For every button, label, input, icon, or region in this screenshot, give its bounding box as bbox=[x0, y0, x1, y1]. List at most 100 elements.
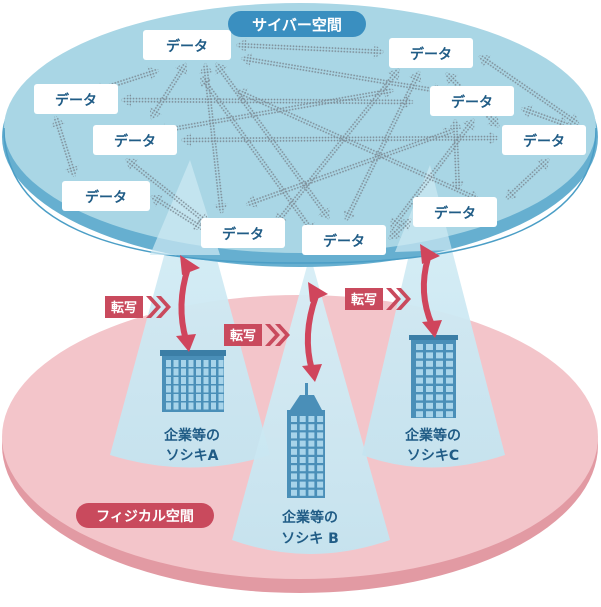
building-window bbox=[181, 385, 186, 393]
building-window bbox=[211, 368, 216, 376]
data-box-bg bbox=[430, 86, 514, 116]
dotted-arrow-head bbox=[566, 113, 580, 125]
building-window bbox=[426, 402, 433, 409]
building-window bbox=[446, 386, 453, 392]
data-box-label: データ bbox=[323, 233, 365, 250]
dotted-arrow-head bbox=[64, 165, 79, 178]
building-window bbox=[196, 368, 201, 376]
building-window bbox=[317, 440, 324, 447]
building-window bbox=[166, 360, 171, 367]
dotted-arrow-head bbox=[240, 52, 252, 67]
data-box-label: データ bbox=[451, 94, 493, 111]
dotted-double-arrow bbox=[235, 38, 385, 59]
dotted-arrow-head bbox=[399, 218, 412, 231]
building-window bbox=[308, 465, 315, 472]
transfer-arrow-b-head-down bbox=[302, 364, 322, 382]
building-window bbox=[436, 386, 443, 392]
transfer-badge-c-label: 転写 bbox=[351, 292, 377, 308]
building-b-icon bbox=[287, 383, 325, 498]
building-window bbox=[211, 377, 216, 384]
building-window bbox=[211, 385, 216, 393]
dotted-arrow-head bbox=[445, 72, 458, 85]
building-window bbox=[426, 344, 433, 350]
building-window bbox=[426, 386, 433, 392]
dotted-arrow-head bbox=[537, 158, 550, 171]
transfer-arrows bbox=[176, 244, 442, 382]
building-window bbox=[203, 377, 209, 384]
data-box: データ bbox=[389, 38, 473, 68]
building-window bbox=[196, 394, 201, 401]
building-window bbox=[308, 432, 315, 439]
dotted-arrow-head bbox=[504, 187, 518, 201]
building-window bbox=[188, 360, 194, 367]
building-window bbox=[416, 377, 423, 384]
building-window bbox=[203, 385, 209, 393]
dotted-arrow-head bbox=[478, 55, 492, 67]
data-box-bg bbox=[413, 197, 497, 227]
dotted-arrow-head bbox=[199, 74, 213, 89]
building-window bbox=[308, 424, 315, 431]
building-window bbox=[291, 473, 297, 480]
building-window bbox=[291, 481, 297, 488]
building-window bbox=[173, 377, 179, 384]
building-window bbox=[203, 402, 209, 410]
building-window bbox=[426, 394, 433, 401]
data-box: データ bbox=[502, 125, 586, 155]
dotted-double-arrow bbox=[478, 55, 580, 125]
dotted-double-arrow bbox=[343, 70, 422, 222]
building-window bbox=[436, 394, 443, 401]
data-box-label: データ bbox=[434, 205, 476, 222]
dotted-arrow-head bbox=[388, 227, 401, 240]
building-window bbox=[308, 457, 315, 463]
building-window bbox=[166, 402, 171, 410]
building-window bbox=[173, 402, 179, 410]
building-window bbox=[317, 489, 324, 496]
building-window bbox=[446, 360, 453, 367]
building-window bbox=[426, 411, 433, 418]
data-box-bg bbox=[34, 84, 118, 114]
data-box: データ bbox=[413, 197, 497, 227]
data-box-bg bbox=[143, 30, 231, 60]
building-window bbox=[291, 465, 297, 472]
building-window bbox=[218, 402, 224, 410]
building-window bbox=[188, 402, 194, 410]
building-window bbox=[218, 394, 224, 401]
dotted-arrow-head bbox=[387, 68, 400, 81]
dotted-arrow-head bbox=[51, 115, 66, 128]
building-window bbox=[446, 411, 453, 418]
dotted-arrow-head bbox=[382, 85, 395, 99]
building-window bbox=[291, 432, 297, 439]
building-b-antenna bbox=[305, 383, 308, 395]
organization-a-label: 企業等の ソシキA bbox=[163, 427, 220, 464]
building-window bbox=[188, 385, 194, 393]
building-b-windows bbox=[291, 416, 324, 496]
dotted-arrow-head bbox=[390, 217, 403, 230]
building-window bbox=[218, 377, 224, 384]
dotted-arrow-head bbox=[373, 44, 385, 59]
transfer-badge-a: 転写 bbox=[105, 296, 171, 318]
data-box-bg bbox=[93, 125, 177, 155]
building-window bbox=[416, 402, 423, 409]
dotted-arrow-head bbox=[448, 118, 463, 130]
building-window bbox=[299, 457, 306, 463]
data-box-label: データ bbox=[55, 92, 97, 109]
building-window bbox=[291, 440, 297, 447]
building-window bbox=[291, 489, 297, 496]
organization-c-line2: ソシキC bbox=[407, 448, 459, 464]
transfer-badge-a-chevron bbox=[146, 296, 171, 318]
building-window bbox=[416, 394, 423, 401]
physical-space-label: フィジカル空間 bbox=[96, 508, 194, 525]
building-window bbox=[308, 416, 315, 422]
cyber-space-badge: サイバー空間 bbox=[228, 11, 366, 37]
building-window bbox=[299, 432, 306, 439]
building-window bbox=[211, 394, 216, 401]
building-a-roof bbox=[160, 350, 226, 356]
cyber-disc-edge bbox=[3, 127, 597, 264]
building-window bbox=[308, 481, 315, 488]
building-c-windows bbox=[416, 344, 453, 418]
building-window bbox=[436, 377, 443, 384]
transfer-badge-a-bg bbox=[105, 296, 143, 318]
data-box-label: データ bbox=[85, 189, 127, 206]
building-window bbox=[317, 448, 324, 455]
building-window bbox=[446, 352, 453, 359]
